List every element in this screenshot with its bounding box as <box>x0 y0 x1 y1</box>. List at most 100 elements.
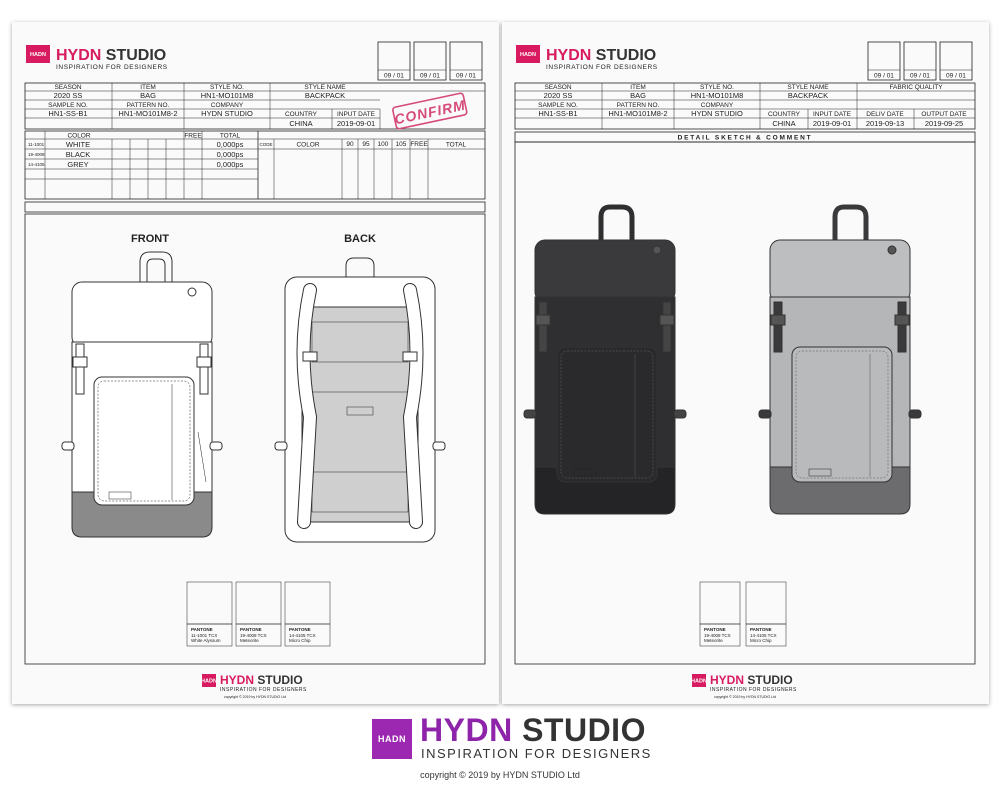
swatch-black-name: Meteorite <box>240 638 259 643</box>
backpack-back-sketch <box>274 257 446 543</box>
size-header-free: FREE <box>410 141 428 148</box>
color-total-black: 0,000ps <box>217 150 244 159</box>
backpack-grey-render <box>758 204 922 515</box>
footer-brand-primary: HYDN <box>420 712 513 748</box>
brand-name: HYDN STUDIO <box>56 47 166 64</box>
color-total-white: 0,000ps <box>217 140 244 149</box>
confirm-stamp: CONFIRM <box>392 92 468 130</box>
brand-logo-text-right: HADN <box>520 52 536 58</box>
brand-name-primary: HYDN <box>56 47 101 64</box>
sheet-footer-copyright-right: copyright © 2019 by HYDN STUDIO Ltd <box>714 695 776 699</box>
brand-tagline: INSPIRATION FOR DESIGNERS <box>56 64 168 71</box>
color-code-white: 11-1001 <box>28 142 45 147</box>
spec-header-item-right: ITEM <box>630 84 646 91</box>
spec-header-item: ITEM <box>140 84 156 91</box>
brand-name-primary-right: HYDN <box>546 47 591 64</box>
swatch-white-name: White Alyssum <box>191 638 221 643</box>
spec-value-deliv-date: 2019-09-13 <box>866 119 904 128</box>
backpack-front-sketch <box>61 251 223 538</box>
spec-value-pattern-no: HN1-MO101M8-2 <box>118 109 177 118</box>
pantone-swatch-white: PANTONE 11-1001 TCX White Alyssum <box>186 581 233 647</box>
spec-header-input-date-right: INPUT DATE <box>813 111 852 118</box>
spec-value-country: CHINA <box>289 119 312 128</box>
spec-value-company: HYDN STUDIO <box>201 109 253 118</box>
spec-value-sample-no: HN1-SS-B1 <box>48 109 87 118</box>
spec-value-output-date: 2019-09-25 <box>925 119 963 128</box>
size-header-90: 90 <box>346 141 354 148</box>
spec-value-input-date-right: 2019-09-01 <box>813 119 851 128</box>
spec-value-pattern-no-right: HN1-MO101M8-2 <box>608 109 667 118</box>
size-header-100: 100 <box>378 141 389 148</box>
tech-sheet-front-back-svg: HADN HYDN STUDIO INSPIRATION FOR DESIGNE… <box>24 41 486 699</box>
tech-sheet-detail: HADN HYDN STUDIO INSPIRATION FOR DESIGNE… <box>502 22 989 704</box>
spec-value-company-right: HYDN STUDIO <box>691 109 743 118</box>
footer-brand-tagline: INSPIRATION FOR DESIGNERS <box>421 746 652 761</box>
color-name-white: WHITE <box>66 140 90 149</box>
approval-date-boxes: 09 / 01 09 / 01 09 / 01 <box>377 41 483 81</box>
pantone-swatch-micro-chip: PANTONE 14-4105 TCX Micro Chip <box>745 581 787 647</box>
color-total-grey: 0,000ps <box>217 160 244 169</box>
pantone-swatch-black: PANTONE 19-4008 TCX Meteorite <box>235 581 282 647</box>
spec-header-season-right: SEASON <box>544 84 571 91</box>
size-header-total: TOTAL <box>446 142 467 149</box>
sheet-footer-logo: HADN <box>201 679 217 685</box>
swatch-micro-chip-label: PANTONE <box>750 627 772 632</box>
size-header-color: COLOR <box>296 142 319 149</box>
tech-sheet-detail-svg: HADN HYDN STUDIO INSPIRATION FOR DESIGNE… <box>514 41 976 699</box>
date-box-2: 09 / 01 <box>420 73 440 80</box>
brand-name-secondary-right: STUDIO <box>596 47 656 64</box>
sheet-footer-copyright: copyright © 2019 by HYDN STUDIO Ltd <box>224 695 286 699</box>
brand-logo: HADN <box>26 45 50 63</box>
brand-logo-text: HADN <box>30 52 46 58</box>
swatch-white-label: PANTONE <box>191 627 213 632</box>
color-header: COLOR <box>67 133 90 140</box>
sheet-footer-brand-right: HADN HYDN STUDIO INSPIRATION FOR DESIGNE… <box>691 673 797 699</box>
spec-header-sample-no-right: SAMPLE NO. <box>538 102 578 109</box>
swatch-micro-chip-name: Micro Chip <box>750 638 772 643</box>
footer-brand-secondary: STUDIO <box>522 712 646 748</box>
sheet-footer-tagline-right: INSPIRATION FOR DESIGNERS <box>710 687 797 693</box>
sheet-footer-primary-right: HYDN <box>710 673 744 687</box>
spec-header-company: COMPANY <box>211 102 244 109</box>
date-box-3: 09 / 01 <box>456 73 476 80</box>
sheet-footer-brand: HADN HYDN STUDIO INSPIRATION FOR DESIGNE… <box>201 673 306 699</box>
spec-header-country-right: COUNTRY <box>768 111 801 118</box>
spec-value-style-name-right: BACKPACK <box>788 91 828 100</box>
spec-header-input-date: INPUT DATE <box>337 111 376 118</box>
detail-sketch-title: DETAIL SKETCH & COMMENT <box>678 135 813 142</box>
spec-header-style-name-right: STYLE NAME <box>787 84 829 91</box>
detail-sketch-frame <box>514 141 976 665</box>
spec-header-pattern-no: PATTERN NO. <box>127 102 170 109</box>
spec-header-fabric-quality: FABRIC QUALITY <box>889 84 943 91</box>
approval-date-boxes-right: 09 / 01 09 / 01 09 / 01 <box>867 41 973 81</box>
backpack-black-render <box>523 204 687 515</box>
spec-value-style-no: HN1-MO101M8 <box>201 91 254 100</box>
free-header: FREE <box>184 133 202 140</box>
swatch-micro-chip-code: 14-4105 TCX <box>750 633 777 638</box>
swatch-white-code: 11-1001 TCX <box>191 633 217 638</box>
swatch-black-label: PANTONE <box>240 627 262 632</box>
swatch-grey-code: 14-4105 TCX <box>289 633 316 638</box>
swatch-meteorite-code: 19-4008 TCX <box>704 633 731 638</box>
spec-table-right: SEASON ITEM STYLE NO. STYLE NAME FABRIC … <box>514 82 976 130</box>
pantone-swatch-meteorite: PANTONE 19-4008 TCX Meteorite <box>699 581 741 647</box>
spec-header-country: COUNTRY <box>285 111 318 118</box>
color-code-black: 19-4008 <box>28 152 45 157</box>
color-name-grey: GREY <box>67 160 88 169</box>
spec-header-pattern-no-right: PATTERN NO. <box>617 102 660 109</box>
swatch-grey-label: PANTONE <box>289 627 311 632</box>
size-header-95: 95 <box>362 141 370 148</box>
spec-header-deliv-date: DELIV DATE <box>866 111 904 118</box>
total-header: TOTAL <box>220 133 241 140</box>
spec-header-season: SEASON <box>54 84 81 91</box>
footer-copyright: copyright © 2019 by HYDN STUDIO Ltd <box>420 770 580 780</box>
sheet-footer-secondary: STUDIO <box>257 673 302 687</box>
sheet-footer-logo-right: HADN <box>691 679 707 685</box>
spec-header-style-no-right: STYLE NO. <box>700 84 734 91</box>
spec-value-item-right: BAG <box>630 91 646 100</box>
spec-value-input-date: 2019-09-01 <box>337 119 375 128</box>
swatch-meteorite-name: Meteorite <box>704 638 723 643</box>
color-name-black: BLACK <box>66 150 91 159</box>
spec-value-season: 2020 SS <box>54 91 83 100</box>
spec-header-output-date: OUTPUT DATE <box>921 111 967 118</box>
